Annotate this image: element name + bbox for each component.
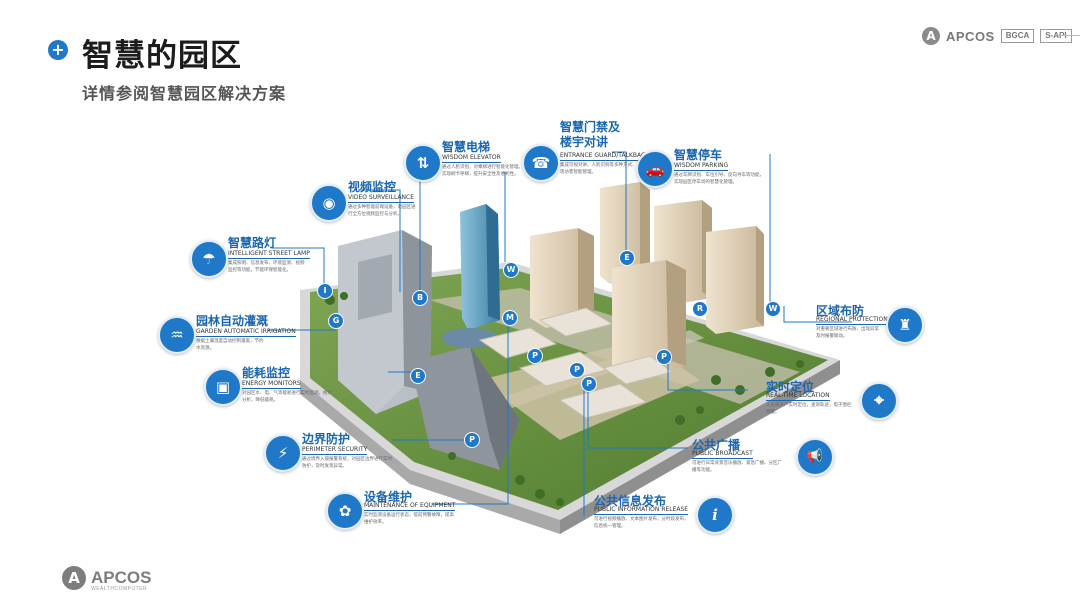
callout-en: ENERGY MONITORS [242, 380, 301, 389]
callout-title: 边界防护 [302, 432, 351, 446]
page-subtitle: 详情参阅智慧园区解决方案 [82, 84, 287, 103]
callout-desc: 通过多种智能前端设备，对园区进行全方位视频监控与分析。 [348, 205, 416, 217]
map-marker-p[interactable]: P [581, 376, 597, 392]
callout-desc: 对重要区域进行布防，出现异常及时报警联动。 [816, 327, 879, 339]
phone-icon: ☎ [522, 144, 560, 182]
callout-en: WISDOM ELEVATOR [442, 154, 501, 163]
map-marker-w2[interactable]: W [765, 301, 781, 317]
leader-lines [268, 151, 852, 516]
callout-desc: 通过车牌识别、车位引导、反向寻车等功能，实现园区停车场的智慧化管理。 [674, 173, 764, 185]
brand-name: APCOS [91, 568, 152, 587]
page-title: 智慧的园区 [82, 38, 242, 74]
callout-desc: 根据土壤湿度自动控制灌溉，节约水资源。 [196, 339, 264, 351]
location-pin-icon: ⌖ [860, 382, 898, 420]
callout-en: REGIONAL PROTECTION [816, 316, 888, 325]
callout-en: VIDEO SURVEILLANCE [348, 194, 415, 203]
callout-title: 视频监控 [348, 180, 397, 194]
callout-en: PUBLIC BROADCAST [692, 450, 753, 459]
residential-towers [530, 182, 764, 376]
callout-desc: 通过人脸识别，对乘梯进行智能化管理，实现刷卡呼梯，提升安全性及便利性。 [442, 165, 523, 177]
elevator-icon: ⇅ [404, 144, 442, 182]
callout-desc: 通过周界入侵报警系统，对园区边界进行实时防护，及时发现异常。 [302, 457, 392, 469]
callout-title: 能耗监控 [242, 366, 291, 380]
brand-tag: S-API [1040, 29, 1072, 43]
callout-title: 智慧门禁及楼宇对讲 [560, 120, 621, 149]
callout-title: 公共信息发布 [594, 494, 667, 508]
callout-title: 公共广播 [692, 438, 741, 452]
map-marker-p[interactable]: P [656, 349, 672, 365]
callout-desc: 实时监测设备运行状态，提前预警故障，提高维护效率。 [364, 513, 454, 525]
car-icon: 🚗 [636, 150, 674, 188]
header-divider [1058, 35, 1080, 36]
callout-en: ENTRANCE GUARD/TALKBACK [560, 152, 650, 161]
map-marker-i[interactable]: I [317, 283, 333, 299]
map-marker-e2[interactable]: E [410, 368, 426, 384]
callout-desc: 可进行视频播放、文本图片发布，分时段发布，信息统一管理。 [594, 517, 689, 529]
callout-en: PUBLIC INFORMATION RELEASE [594, 506, 689, 515]
info-icon: i [696, 496, 734, 534]
commercial-blocks [478, 307, 674, 419]
gray-office-building [338, 230, 432, 414]
map-marker-r[interactable]: R [692, 301, 708, 317]
callout-desc: 集成可视对讲、人脸识别等多种方式，实现访客智能管理。 [560, 163, 641, 175]
callout-en: REAL-TIME LOCATION [766, 392, 830, 401]
megaphone-icon: 📢 [796, 438, 834, 476]
map-marker-m[interactable]: M [502, 310, 518, 326]
callout-desc: 对园区水、电、气等能耗进行实时监测，统计分析，降低能耗。 [242, 391, 332, 403]
callout-en: INTELLIGENT STREET LAMP [228, 250, 310, 259]
map-marker-p[interactable]: P [527, 348, 543, 364]
callout-title: 园林自动灌溉 [196, 314, 269, 328]
callout-title: 区域布防 [816, 304, 865, 318]
monitor-icon: ▣ [204, 368, 242, 406]
callout-en: WISDOM PARKING [674, 162, 729, 171]
callout-desc: 集成照明、信息发布、环境监测、视频监控等功能，节能环保智能化。 [228, 261, 305, 273]
apcos-logo-icon: A [922, 27, 940, 45]
guard-icon: ♜ [886, 306, 924, 344]
map-marker-w[interactable]: W [503, 262, 519, 278]
brand-bottom: A APCOS WEALTHCOMPUTER [62, 566, 152, 592]
map-marker-g[interactable]: G [328, 313, 344, 329]
trees [325, 292, 804, 506]
map-marker-p[interactable]: P [569, 362, 585, 378]
callout-title: 智慧停车 [674, 148, 723, 162]
brand-tag: BGCA [1000, 29, 1035, 43]
brand-name: APCOS [946, 28, 995, 44]
wrench-icon: ✿ [326, 492, 364, 530]
brand-top: A APCOS BGCA S-API [922, 26, 1072, 46]
callout-title: 智慧电梯 [442, 140, 491, 154]
apcos-logo-icon: A [62, 566, 86, 590]
map-marker-p[interactable]: P [464, 432, 480, 448]
callout-desc: 可进行日常背景音乐播放、紧急广播、分区广播等功能。 [692, 461, 782, 473]
plus-circle-icon: + [48, 40, 68, 60]
tower-icon: ⚡ [264, 434, 302, 472]
brand-tagline: WEALTHCOMPUTER [91, 586, 148, 592]
callout-title: 设备维护 [364, 490, 413, 504]
glass-tower [442, 204, 500, 348]
callout-title: 智慧路灯 [228, 236, 277, 250]
map-marker-e[interactable]: E [619, 250, 635, 266]
map-marker-b[interactable]: B [412, 290, 428, 306]
callout-en: MAINTENANCE OF EQUIPMENT [364, 502, 456, 511]
sprinkler-icon: ♒ [158, 316, 196, 354]
camera-icon: ◉ [310, 184, 348, 222]
callout-en: PERIMETER SECURITY [302, 446, 368, 455]
lamp-icon: ☂ [190, 240, 228, 278]
callout-en: GARDEN AUTOMATIC IRRIGATION [196, 328, 296, 337]
callout-title: 实时定位 [766, 380, 815, 394]
callout-desc: 人员或资产实时定位，查询轨迹，电子围栏预警。 [766, 403, 852, 415]
